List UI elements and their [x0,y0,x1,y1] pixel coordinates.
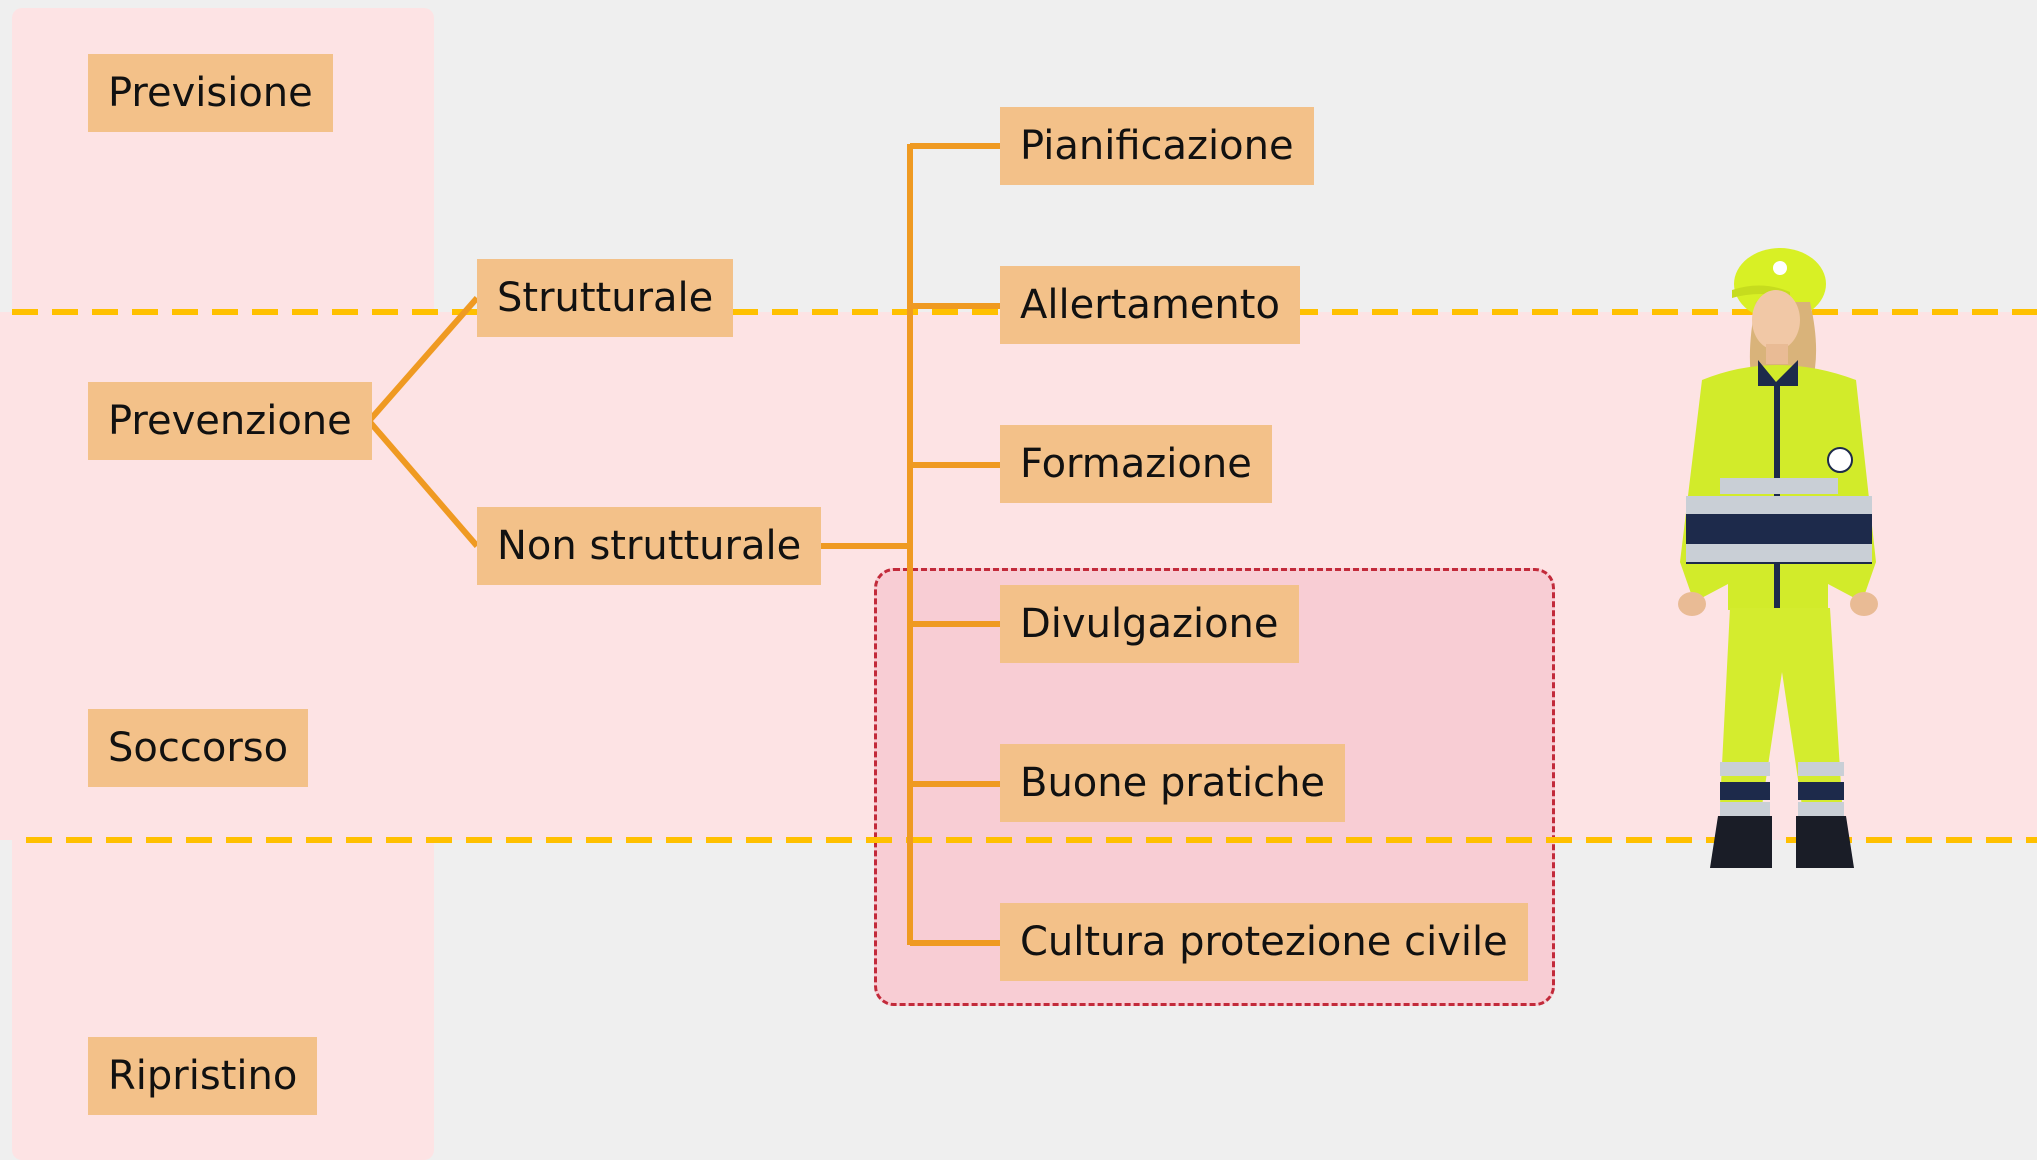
phase-box-prevenzione: Prevenzione [88,382,372,460]
action-box-cultura-protezione-civile: Cultura protezione civile [1000,903,1528,981]
type-box-strutturale: Strutturale [477,259,734,337]
civil-protection-volunteer-illustration [1678,248,1878,868]
action-box-allertamento: Allertamento [1000,266,1300,344]
connector-prevenzione-non-strutturale [366,419,480,548]
action-box-divulgazione: Divulgazione [1000,585,1299,663]
phase-box-soccorso: Soccorso [88,709,309,787]
action-box-buone-pratiche: Buone pratiche [1000,744,1346,822]
action-box-formazione: Formazione [1000,425,1272,503]
phase-box-ripristino: Ripristino [88,1037,318,1115]
phase-box-previsione: Previsione [88,54,333,132]
type-box-non-strutturale: Non strutturale [477,507,822,585]
action-box-pianificazione: Pianificazione [1000,107,1314,185]
connector-prevenzione-strutturale [366,296,480,423]
